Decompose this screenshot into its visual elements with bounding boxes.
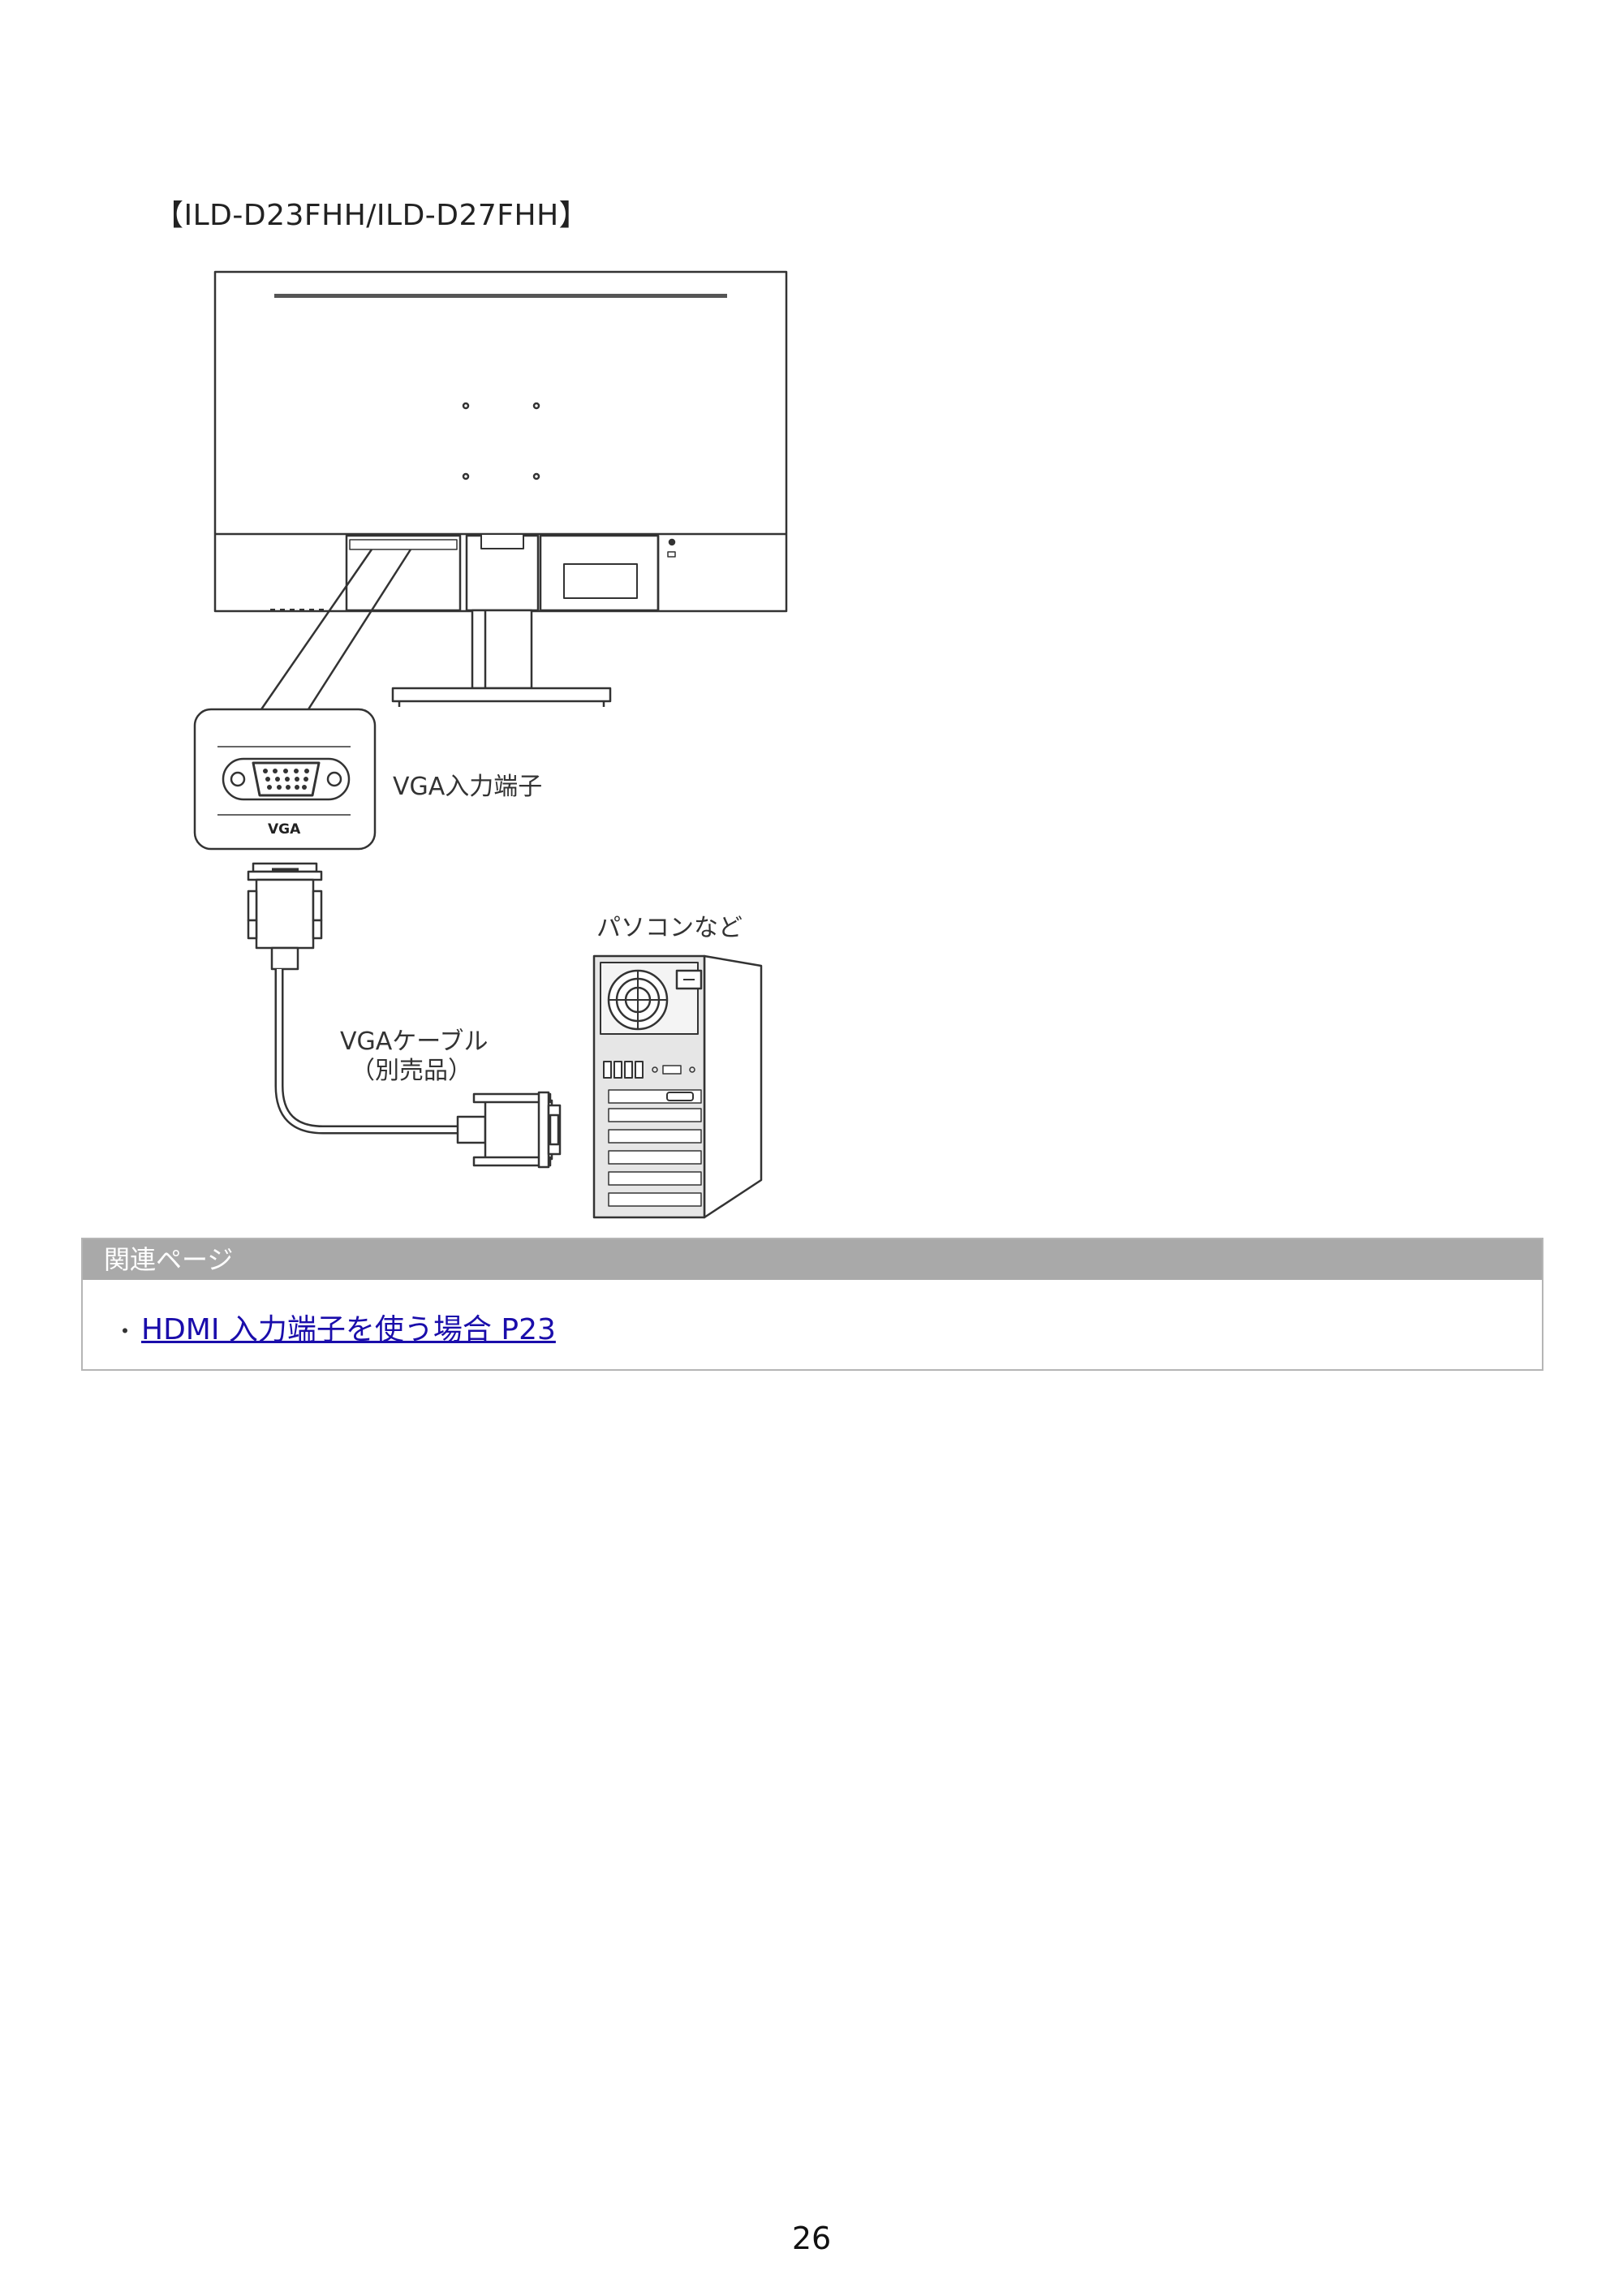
page-number: 26 bbox=[791, 2221, 832, 2256]
pc-tower-icon bbox=[592, 954, 763, 1219]
list-item: ・HDMI 入力端子を使う場合 P23 bbox=[114, 1306, 556, 1348]
monitor-back-icon bbox=[213, 270, 788, 707]
cable-label-line1: VGAケーブル bbox=[340, 1027, 489, 1056]
connection-diagram bbox=[193, 270, 788, 1219]
related-pages-box: 関連ページ ・HDMI 入力端子を使う場合 P23 bbox=[81, 1238, 1543, 1371]
vga-input-port-label: VGA入力端子 bbox=[393, 773, 543, 801]
vga-plug-icon-2 bbox=[456, 1091, 562, 1169]
related-pages-title: 関連ページ bbox=[83, 1239, 1542, 1280]
vga-plug-icon bbox=[247, 862, 323, 971]
cable-label-line2: （別売品） bbox=[351, 1057, 472, 1085]
related-link-hdmi[interactable]: HDMI 入力端子を使う場合 P23 bbox=[141, 1313, 556, 1346]
vga-port-icon bbox=[193, 708, 377, 851]
bullet: ・ bbox=[114, 1318, 137, 1345]
pc-label: パソコンなど bbox=[596, 914, 743, 942]
section-heading: 【ILD-D23FHH/ILD-D27FHH】 bbox=[154, 199, 589, 232]
vga-connector-label: VGA bbox=[268, 821, 301, 838]
